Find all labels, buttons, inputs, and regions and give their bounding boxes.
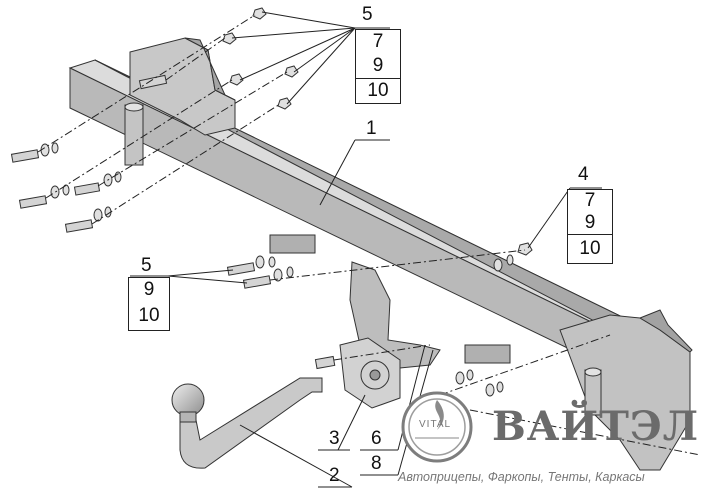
callout-7-top: 7 bbox=[355, 29, 401, 55]
vital-logo-text: VITAL bbox=[419, 419, 452, 430]
callout-1: 1 bbox=[366, 118, 377, 139]
brand-tagline: Автоприцепы, Фаркопы, Тенты, Каркасы bbox=[398, 470, 645, 484]
callout-underlines bbox=[130, 27, 602, 488]
callout-6: 6 bbox=[371, 428, 382, 449]
right-bracket bbox=[559, 309, 693, 471]
callout-2: 2 bbox=[329, 465, 340, 486]
socket-plate bbox=[339, 337, 401, 409]
callout-5-left: 5 bbox=[141, 255, 152, 276]
callout-5-top: 5 bbox=[362, 4, 373, 25]
left-bracket bbox=[124, 37, 236, 166]
callout-9-right: 9 bbox=[567, 212, 613, 235]
bolts bbox=[10, 74, 336, 370]
leader-lines bbox=[167, 11, 571, 488]
tow-ball-arm bbox=[171, 377, 323, 469]
vital-logo bbox=[401, 391, 473, 463]
callout-9-top: 9 bbox=[355, 54, 401, 79]
callout-3: 3 bbox=[329, 428, 340, 449]
callout-10-right: 10 bbox=[567, 235, 613, 264]
brand-name: ВАЙТЭЛ bbox=[492, 403, 700, 450]
callout-10-top: 10 bbox=[355, 79, 401, 104]
callout-9-left: 9 bbox=[128, 277, 170, 303]
callout-10-left: 10 bbox=[128, 302, 170, 331]
center-lines bbox=[37, 14, 701, 456]
callout-4-right: 4 bbox=[578, 164, 589, 185]
callout-7-right: 7 bbox=[567, 189, 613, 213]
washers-nuts bbox=[40, 7, 533, 397]
callout-8: 8 bbox=[371, 453, 382, 474]
